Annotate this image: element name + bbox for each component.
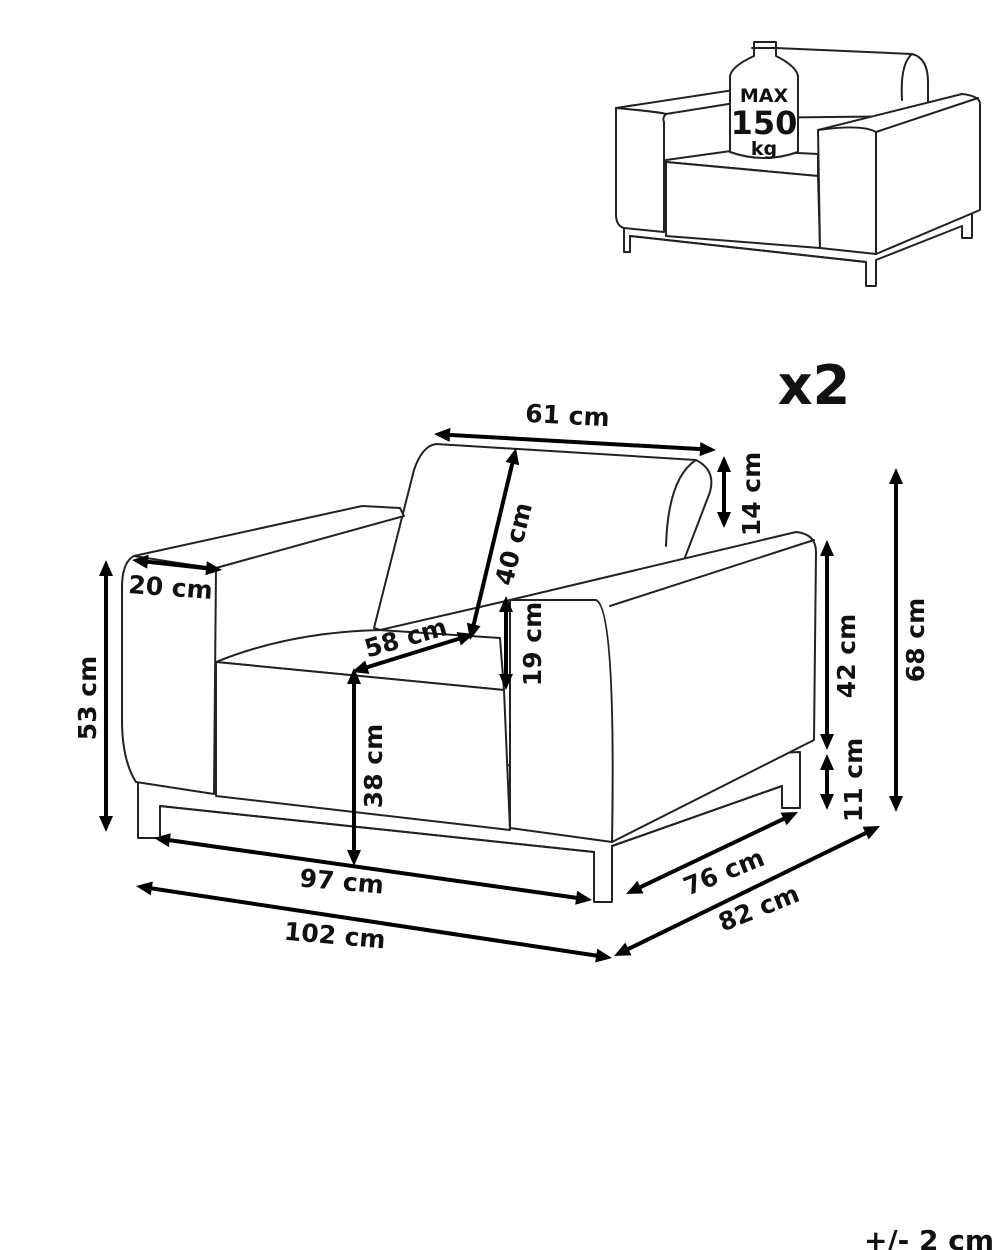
quantity-label: x2 xyxy=(778,354,850,417)
dim-armrest-above-seat: 19 cm xyxy=(518,602,547,686)
dim-seat-height: 38 cm xyxy=(359,724,388,808)
dimension-arrows xyxy=(99,427,903,963)
arrow-base-width-head-end xyxy=(575,890,592,905)
arrow-total-depth xyxy=(620,828,874,954)
weight-icon xyxy=(729,41,799,159)
dim-base-width: 97 cm xyxy=(298,863,385,899)
arrow-seat-depth xyxy=(359,634,467,672)
arrow-total-height-head-start xyxy=(889,468,903,484)
weight-max-label: MAX xyxy=(740,85,789,107)
arrow-side-panel-height-head-start xyxy=(820,540,834,556)
arrow-backrest-width-head-start xyxy=(434,427,451,442)
arrow-side-panel-height-head-end xyxy=(820,734,834,750)
arrow-leg-height-head-start xyxy=(820,754,834,770)
arrow-total-depth-head-start xyxy=(614,942,632,956)
arrow-back-cushion-thickness-head-end xyxy=(717,512,731,528)
dim-armrest-width: 20 cm xyxy=(127,570,213,605)
weight-unit: kg xyxy=(751,138,777,160)
tolerance-note: +/- 2 cm xyxy=(864,1224,994,1250)
arrow-backrest-height xyxy=(470,455,516,633)
dim-back-cushion-thickness: 14 cm xyxy=(737,452,766,536)
arrow-total-width-head-end xyxy=(595,948,612,963)
dim-side-panel-height: 42 cm xyxy=(832,614,861,698)
thumbnail-armchair: MAX 150 kg xyxy=(615,41,981,287)
arrow-total-height-head-end xyxy=(889,796,903,812)
arrow-backrest-width-head-end xyxy=(699,442,716,457)
arrow-armrest-above-seat-head-start xyxy=(499,596,513,612)
arrow-total-depth-head-end xyxy=(862,826,880,840)
arrow-total-width xyxy=(143,885,605,959)
arrow-armrest-height-head-start xyxy=(99,560,113,576)
dim-armrest-height: 53 cm xyxy=(73,656,102,740)
arrow-leg-height-head-end xyxy=(820,794,834,810)
arrow-seat-height-head-start xyxy=(347,668,361,684)
arrow-backrest-height-head-start xyxy=(505,448,520,466)
arrow-base-width-head-start xyxy=(154,833,171,848)
dim-total-depth: 82 cm xyxy=(714,879,803,937)
arrow-total-width-head-start xyxy=(136,881,153,896)
arrow-base-width xyxy=(161,837,585,901)
dim-backrest-width: 61 cm xyxy=(525,399,611,432)
arrow-base-depth-head-start xyxy=(626,880,644,894)
armchair-drawing xyxy=(121,443,817,903)
arrow-seat-depth-head-end xyxy=(456,632,474,646)
arrow-back-cushion-thickness-head-start xyxy=(717,456,731,472)
arrow-armrest-width-head-start xyxy=(132,554,149,569)
arrow-armrest-width xyxy=(139,559,215,571)
weight-value: 150 xyxy=(731,104,798,142)
arrow-base-depth xyxy=(633,814,791,892)
arrow-seat-depth-head-start xyxy=(352,660,370,674)
arrow-armrest-height-head-end xyxy=(99,816,113,832)
arrow-armrest-width-head-end xyxy=(205,561,222,576)
dim-total-height: 68 cm xyxy=(901,598,930,682)
dim-base-depth: 76 cm xyxy=(679,843,768,901)
dim-leg-height: 11 cm xyxy=(839,738,868,822)
arrow-base-depth-head-end xyxy=(780,812,798,826)
arrow-seat-height-head-end xyxy=(347,850,361,866)
arrow-armrest-above-seat-head-end xyxy=(499,674,513,690)
arrow-backrest-width xyxy=(441,432,709,452)
